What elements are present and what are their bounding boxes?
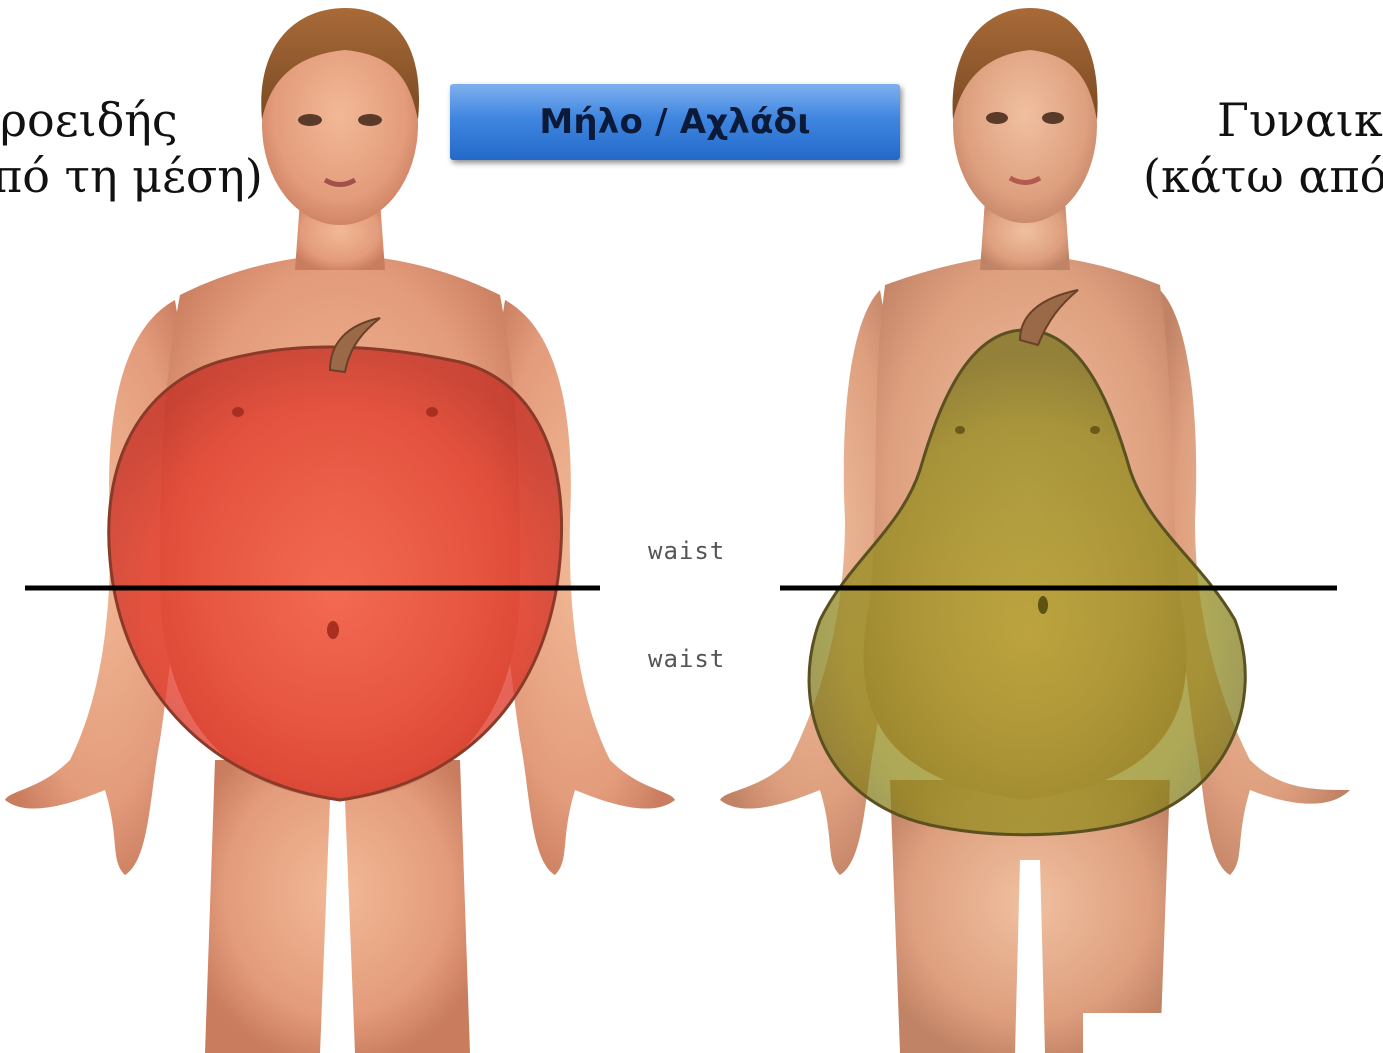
right-nipple-left (955, 426, 965, 434)
right-caption-line1: Γυναικ (1143, 92, 1383, 148)
waist-label-upper: waist (640, 537, 733, 565)
right-navel (1038, 596, 1048, 614)
right-caption-line2: (κάτω από (1143, 148, 1383, 204)
left-legs (205, 760, 470, 1053)
waist-label-lower: waist (640, 645, 733, 673)
left-caption-line2: πό τη μέση) (0, 148, 262, 204)
corner-blank-box (1083, 1013, 1163, 1053)
left-navel (327, 621, 339, 639)
right-nipple-right (1090, 426, 1100, 434)
right-eye-right (1042, 112, 1064, 124)
left-nipple-left (232, 407, 244, 417)
left-nipple-right (426, 407, 438, 417)
left-eye-left (298, 114, 322, 126)
left-caption-line1: ροειδής (0, 92, 262, 148)
left-eye-right (358, 114, 382, 126)
left-caption: ροειδής πό τη μέση) (0, 92, 262, 204)
right-eye-left (986, 112, 1008, 124)
title-banner: Μήλο / Αχλάδι (450, 84, 900, 160)
right-caption: Γυναικ (κάτω από (1143, 92, 1383, 204)
apple-shape-overlay (109, 347, 562, 800)
